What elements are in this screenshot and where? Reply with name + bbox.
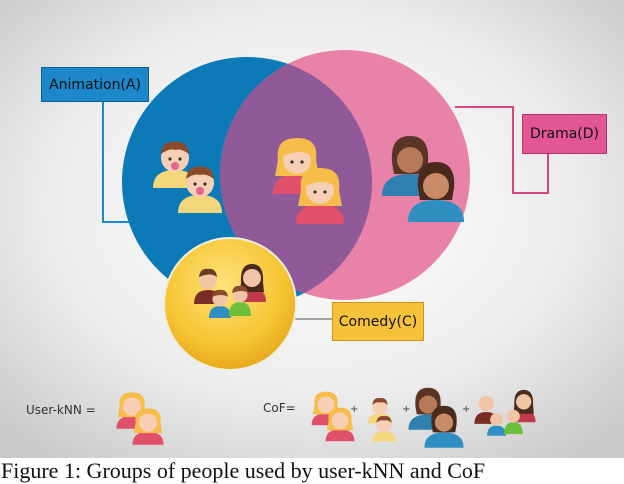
user-knn-label: User-kNN = [26, 403, 96, 417]
animation-label: Animation(A) [41, 67, 149, 102]
baby-icon [178, 166, 222, 213]
family-icon [194, 264, 266, 318]
drama-label: Drama(D) [522, 114, 607, 154]
girl-icon [325, 407, 355, 442]
animation-drama-overlap [220, 57, 372, 300]
adult-icon [408, 162, 464, 222]
comedy-circle [163, 237, 297, 371]
adult-icon [424, 405, 464, 448]
plus-sign: + [402, 404, 411, 415]
family-icon [474, 389, 536, 436]
plus-sign: + [462, 404, 471, 415]
baby-icon [153, 141, 197, 188]
venn-diagram [0, 0, 624, 458]
comedy-label: Comedy(C) [332, 302, 424, 341]
cof-label: CoF= [263, 401, 296, 415]
figure-caption: Figure 1: Groups of people used by user-… [1, 458, 486, 483]
girl-icon [296, 168, 344, 224]
girl-icon [311, 391, 341, 426]
drama-connector [455, 106, 549, 194]
girl-icon [132, 408, 164, 445]
baby-icon [371, 415, 397, 442]
plus-sign: + [350, 404, 359, 415]
